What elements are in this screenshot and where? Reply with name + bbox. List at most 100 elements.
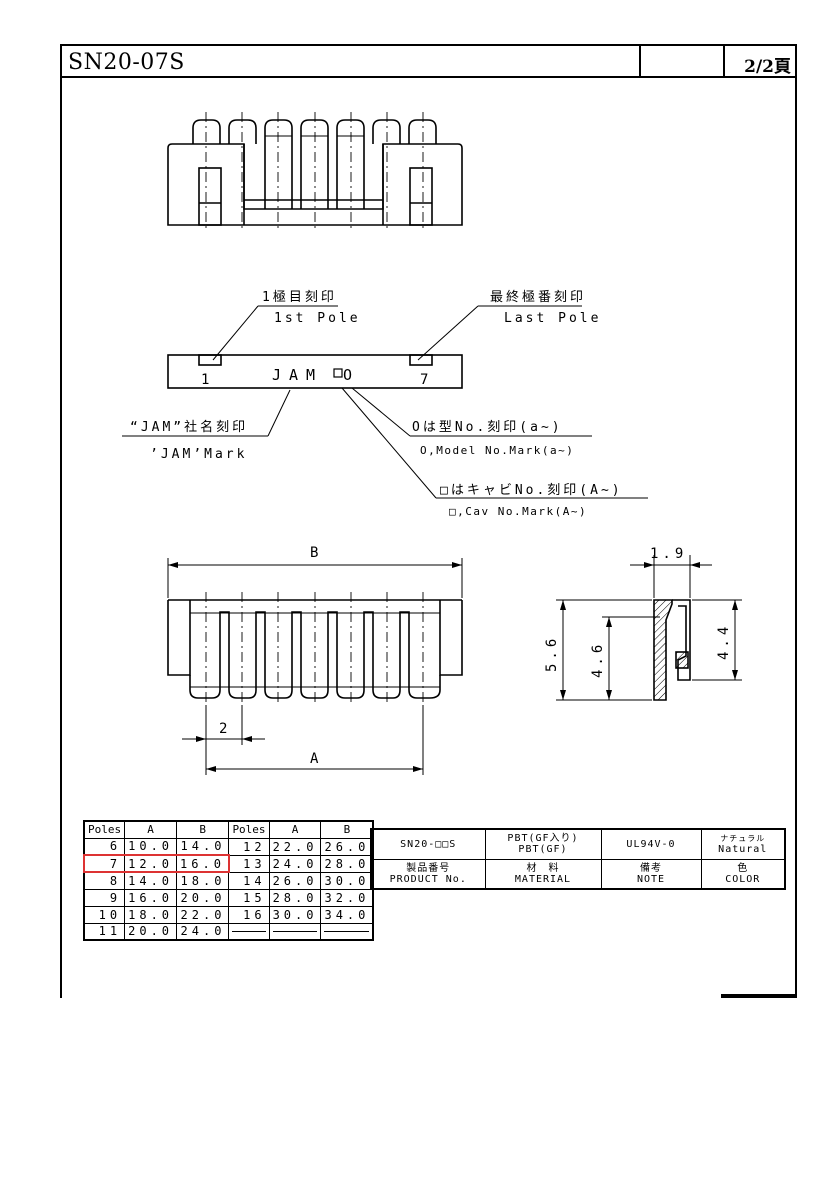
table-row: 11 20.0 24.0 [83, 922, 374, 941]
table-cell: 24.0 [268, 854, 322, 873]
table-header: A [124, 820, 178, 839]
note-label: 備考 NOTE [600, 858, 702, 890]
dim-A: A [310, 751, 321, 767]
table-row-highlighted: 7 12.0 16.0 13 24.0 28.0 [83, 854, 374, 873]
table-header: Poles [228, 820, 270, 839]
table-cell: 6 [83, 837, 126, 856]
table-cell: 28.0 [320, 854, 374, 873]
dim-height-right: 4.4 [716, 623, 732, 660]
drawing-title: SN20-07S [68, 50, 185, 75]
table-cell: 34.0 [320, 905, 374, 924]
table-cell: 8 [83, 871, 126, 890]
table-header: A [268, 820, 322, 839]
pole-7-mark: 7 [420, 372, 431, 388]
table-cell: 14 [228, 871, 270, 890]
marking-view [122, 305, 648, 499]
jam-mark-text: JAM [272, 366, 323, 384]
title-block: SN20-07S 2/2頁 [62, 46, 797, 78]
dim-pitch: 2 [219, 721, 230, 737]
material-value: PBT(GF入り) PBT(GF) [484, 828, 602, 860]
table-cell: 12 [228, 837, 270, 856]
table-cell: 15 [228, 888, 270, 907]
title-empty-cell [639, 46, 723, 76]
table-cell: 24.0 [176, 922, 230, 941]
color-label-jp: 色 [737, 862, 749, 874]
page-cell: 2/2頁 [723, 46, 797, 77]
material-label-jp: 材 料 [526, 862, 560, 874]
table-cell: 10 [83, 905, 126, 924]
table-cell: 10.0 [124, 837, 178, 856]
product-label-en: PRODUCT No. [389, 873, 467, 885]
table-cell: 20.0 [124, 922, 178, 941]
last-pole-label-en: Last Pole [504, 311, 601, 326]
table-header: B [320, 820, 374, 839]
material-label-en: MATERIAL [514, 873, 572, 885]
empty-cell [320, 922, 374, 941]
table-cell: 22.0 [268, 837, 322, 856]
product-label-jp: 製品番号 [406, 862, 451, 874]
first-pole-label-en: 1st Pole [274, 311, 361, 326]
table-row: 8 14.0 18.0 14 26.0 30.0 [83, 871, 374, 890]
table-cell: 13 [228, 854, 270, 873]
table-cell: 14.0 [176, 837, 230, 856]
page-number: 2/2頁 [744, 57, 791, 77]
table-cell: 32.0 [320, 888, 374, 907]
empty-cell [268, 922, 322, 941]
table-cell: 12.0 [124, 854, 178, 873]
table-header: B [176, 820, 230, 839]
table-cell: 14.0 [124, 871, 178, 890]
table-cell: 28.0 [268, 888, 322, 907]
table-header: Poles [83, 820, 126, 839]
model-symbol: O [343, 366, 355, 384]
empty-cell [228, 922, 270, 941]
color-value-en: Natural [718, 844, 768, 856]
pole-dimension-table: Poles A B Poles A B 6 10.0 14.0 12 22.0 … [83, 820, 375, 941]
table-cell: 16.0 [124, 888, 178, 907]
material-value-2: PBT(GF) [518, 844, 568, 856]
table-cell: 30.0 [320, 871, 374, 890]
last-pole-label-jp: 最終極番刻印 [490, 289, 586, 305]
material-label: 材 料 MATERIAL [484, 858, 602, 890]
section-view [556, 555, 742, 701]
color-value-jp: ナチュラル [720, 834, 766, 844]
product-label: 製品番号 PRODUCT No. [370, 858, 486, 890]
table-cell: 26.0 [268, 871, 322, 890]
product-number: SN20-□□S [370, 828, 486, 860]
drawing-frame: SN20-07S 2/2頁 [60, 44, 797, 998]
note-value: UL94V-0 [600, 828, 702, 860]
table-cell: 11 [83, 922, 126, 941]
color-value: ナチュラル Natural [700, 828, 786, 860]
table-row: 10 18.0 22.0 16 30.0 34.0 [83, 905, 374, 924]
dim-height-inner: 4.6 [590, 641, 606, 678]
first-pole-label-jp: 1極目刻印 [262, 289, 337, 305]
frame-bottom-mark [721, 994, 797, 998]
color-label-en: COLOR [725, 873, 761, 885]
jam-mark-label-en: ’JAM’Mark [150, 447, 247, 462]
table-cell: 7 [83, 854, 126, 873]
pin-view [167, 558, 463, 775]
note-label-en: NOTE [636, 873, 666, 885]
material-value-1: PBT(GF入り) [507, 833, 579, 845]
table-cell: 18.0 [176, 871, 230, 890]
table-cell: 18.0 [124, 905, 178, 924]
table-cell: 9 [83, 888, 126, 907]
cav-mark-label-en: □,Cav No.Mark(A~) [449, 505, 587, 518]
material-table: SN20-□□S PBT(GF入り) PBT(GF) UL94V-0 ナチュラル… [370, 828, 786, 890]
model-mark-label-en: O,Model No.Mark(a~) [420, 444, 574, 457]
dim-thickness: 1.9 [650, 546, 687, 562]
table-cell: 16 [228, 905, 270, 924]
note-label-jp: 備考 [640, 862, 662, 874]
table-row: 9 16.0 20.0 15 28.0 32.0 [83, 888, 374, 907]
table-cell: 20.0 [176, 888, 230, 907]
table-cell: 26.0 [320, 837, 374, 856]
pole-1-mark: 1 [201, 372, 212, 388]
jam-mark-label-jp: “JAM”社名刻印 [130, 419, 248, 435]
table-cell: 16.0 [176, 854, 230, 873]
table-cell: 22.0 [176, 905, 230, 924]
color-label: 色 COLOR [700, 858, 786, 890]
dim-height-total: 5.6 [544, 635, 560, 672]
table-cell: 30.0 [268, 905, 322, 924]
top-view [167, 112, 463, 228]
cav-mark-label-jp: □はキャビNo.刻印(A~) [440, 483, 623, 498]
